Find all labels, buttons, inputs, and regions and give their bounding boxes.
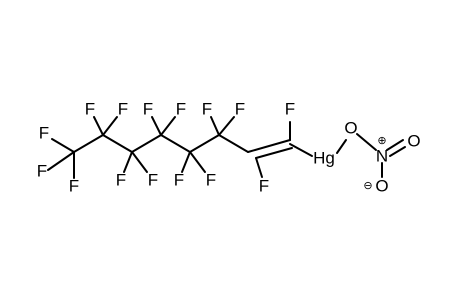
atom-f: F xyxy=(235,100,245,119)
bond-c2-f-b xyxy=(102,116,118,136)
bond-hg-o xyxy=(336,139,347,154)
bond-c6-f-a xyxy=(210,116,220,136)
atom-f: F xyxy=(202,100,212,119)
atom-f: F xyxy=(85,100,95,119)
bond-c7-c8-double-a xyxy=(247,139,291,153)
bond-n-o-double-b xyxy=(389,146,406,157)
bond-o-n xyxy=(356,133,377,151)
bond-n-o-double-a xyxy=(386,139,404,151)
bond-c6-c7 xyxy=(218,134,249,153)
atom-f: F xyxy=(39,124,49,143)
atom-f: F xyxy=(285,100,295,119)
bond-layer xyxy=(73,133,406,178)
atom-labels: F F F F F F F F F F F F F F F Hg O N O O… xyxy=(37,100,421,196)
negative-charge-icon: ⊖ xyxy=(363,180,372,192)
bond-c4-f-a xyxy=(151,116,162,136)
bond-c6-f-b xyxy=(218,116,235,136)
bond-c2-c3 xyxy=(102,134,133,153)
cf-bond-layer xyxy=(47,116,291,179)
atom-f: F xyxy=(176,100,186,119)
atom-f: F xyxy=(259,177,269,196)
atom-f: F xyxy=(37,162,47,181)
bond-c5-f-b xyxy=(189,151,206,173)
bond-c1-f-a xyxy=(51,138,75,153)
bond-c4-c5 xyxy=(160,134,191,153)
bond-c1-c2 xyxy=(73,134,104,153)
bond-c5-c6 xyxy=(189,134,220,153)
atom-hg: Hg xyxy=(313,149,335,168)
bond-c5-f-a xyxy=(181,151,191,173)
positive-charge-icon: ⊕ xyxy=(377,135,386,147)
bond-c7-c8-double-b xyxy=(255,147,293,159)
bond-c1-f-b xyxy=(47,151,75,171)
bond-c3-f-b xyxy=(131,151,148,173)
atom-o-minus: O xyxy=(375,177,388,196)
atom-f: F xyxy=(143,100,153,119)
atom-f: F xyxy=(118,100,128,119)
atom-f: F xyxy=(206,171,216,190)
atom-f: F xyxy=(69,177,79,196)
bond-c3-f-a xyxy=(123,151,133,173)
atom-o: O xyxy=(344,119,357,138)
atom-f: F xyxy=(148,171,158,190)
bond-c2-f-a xyxy=(93,116,104,136)
bond-c4-f-b xyxy=(160,116,176,136)
atom-n: N xyxy=(376,147,388,166)
bond-c8-hg xyxy=(289,143,313,157)
atom-o-double: O xyxy=(407,132,420,151)
bond-c3-c4 xyxy=(131,134,162,153)
bond-c7-f xyxy=(255,157,263,178)
atom-f: F xyxy=(116,171,126,190)
atom-f: F xyxy=(174,171,184,190)
